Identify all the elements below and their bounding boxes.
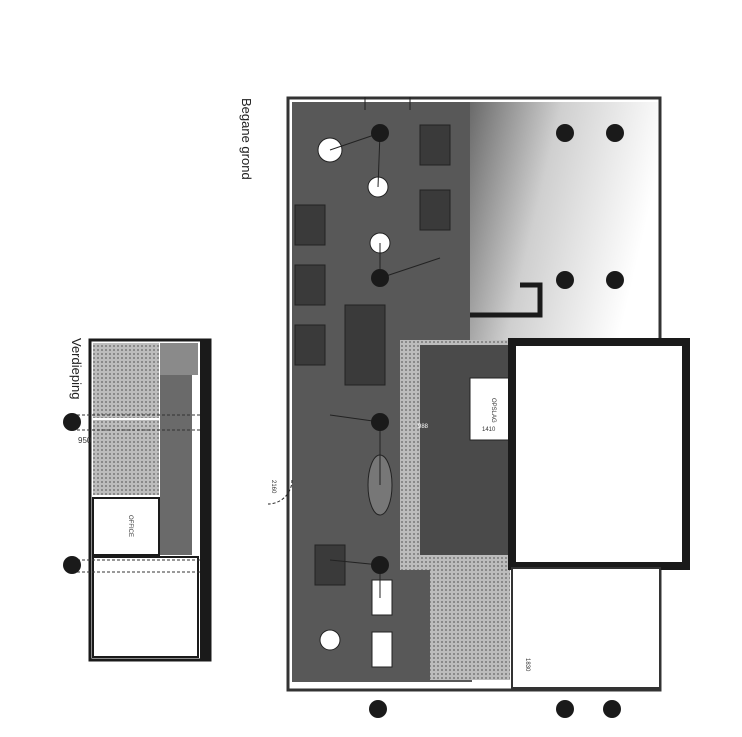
upper-side-dimension: 950 [78, 436, 92, 445]
column-marker [556, 124, 574, 142]
storage-dimension: 1410 [482, 427, 496, 433]
tables [294, 124, 451, 668]
column-marker [371, 124, 389, 142]
bottom-dimension: 1830 [524, 658, 530, 672]
dashed-lines [72, 414, 200, 573]
interior-wall [470, 282, 543, 318]
storage-room [469, 377, 511, 441]
table [371, 579, 393, 616]
entrance-dimension: 2160 [270, 480, 276, 494]
column-marker [371, 413, 389, 431]
round-table [319, 629, 341, 651]
upper-thick-wall [200, 340, 210, 660]
table [419, 124, 451, 166]
upper-floor-plan [72, 338, 212, 662]
corridor [160, 375, 192, 555]
upper-floor-title: Verdieping [69, 338, 84, 400]
table [294, 264, 326, 306]
office-label: OFFICE [127, 515, 133, 537]
long-table [344, 304, 386, 386]
open-area [470, 102, 658, 342]
column-marker [556, 271, 574, 289]
ground-floor-title: Begane grond [239, 98, 254, 180]
storage-label: OPSLAG [490, 398, 496, 423]
toilet-area [430, 570, 510, 680]
column-marker [63, 556, 81, 574]
table [294, 324, 326, 366]
column-marker [556, 700, 574, 718]
ground-floor-plan [267, 96, 690, 692]
column-marker [371, 556, 389, 574]
stairs [160, 343, 198, 375]
table [371, 631, 393, 668]
lower-room [511, 567, 661, 689]
table [419, 189, 451, 231]
toilets-2 [93, 420, 159, 495]
table [314, 544, 346, 586]
column-marker [606, 271, 624, 289]
column-marker [63, 413, 81, 431]
upper-room [92, 556, 199, 658]
column-marker [371, 269, 389, 287]
table [294, 204, 326, 246]
toilets-1 [93, 343, 159, 418]
office-room [92, 497, 160, 556]
kitchen [420, 345, 510, 555]
large-room [508, 338, 690, 570]
column-marker [603, 700, 621, 718]
column-marker [369, 700, 387, 718]
kitchen-dimension: 988 [418, 424, 429, 430]
column-marker [606, 124, 624, 142]
